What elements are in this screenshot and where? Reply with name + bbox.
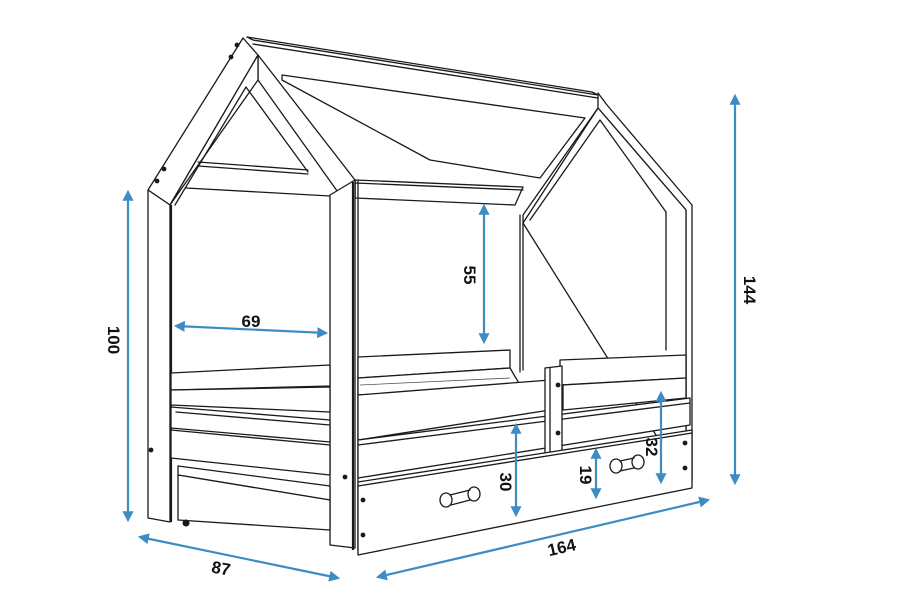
side-rails [357, 349, 691, 479]
bed-frame [147, 36, 693, 556]
dimension-overall-height: 144 [729, 93, 759, 486]
dimension-depth: 87 [137, 533, 341, 582]
dimension-drawer-height: 19 [576, 447, 602, 500]
dimension-label-55: 55 [460, 266, 479, 285]
dimension-label-32: 32 [642, 438, 661, 457]
dimension-label-87: 87 [210, 558, 232, 580]
dimension-label-164: 164 [546, 535, 578, 560]
dimension-roof-gap: 55 [460, 203, 490, 345]
guard-rail [544, 354, 687, 456]
drawer-handle-icon [609, 454, 645, 474]
dimension-label-144: 144 [740, 276, 759, 305]
front-gable [147, 37, 359, 551]
roof-ridge-beam [246, 36, 599, 179]
middle-roof-beam [354, 179, 524, 206]
dimension-total-height: 100 [104, 189, 134, 523]
dimension-guard-rail-height: 32 [642, 390, 667, 485]
dimension-label-30: 30 [496, 473, 515, 492]
headboard-rails [170, 364, 331, 531]
dimension-label-100: 100 [104, 326, 123, 354]
dimension-inner-width: 69 [173, 312, 329, 339]
dimension-label-19: 19 [576, 466, 595, 485]
dimension-label-69: 69 [242, 312, 261, 331]
